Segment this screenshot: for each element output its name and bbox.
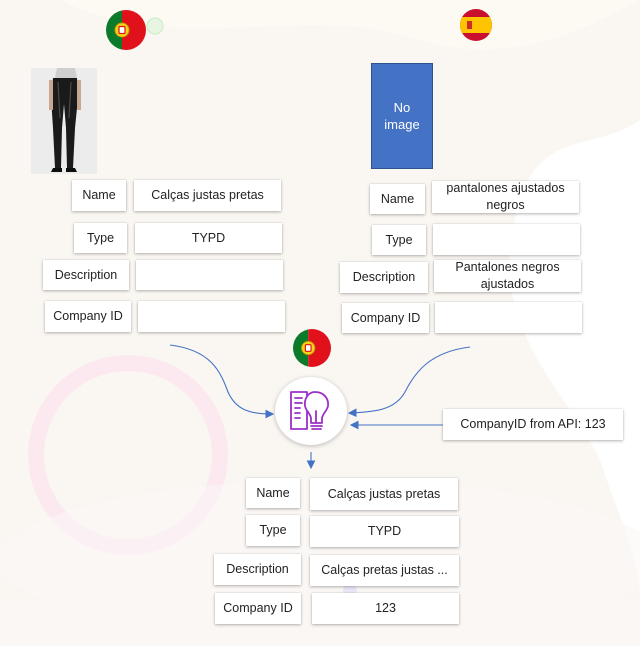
- right-description-label: Description: [340, 262, 428, 293]
- left-name-label: Name: [72, 180, 126, 211]
- left-description-value: [136, 260, 283, 290]
- right-name-value: pantalones ajustados negros: [432, 181, 579, 213]
- api-company-id-box: CompanyID from API: 123: [443, 409, 623, 440]
- result-name-value: Calças justas pretas: [310, 478, 458, 510]
- lightbulb-document-icon: [290, 391, 329, 430]
- left-type-value: TYPD: [135, 223, 282, 253]
- right-company-id-value: [435, 302, 582, 333]
- result-type-value: TYPD: [310, 516, 459, 547]
- left-company-id-value: [138, 301, 285, 332]
- black-trousers-image: [31, 68, 97, 174]
- left-company-id-label: Company ID: [45, 301, 131, 332]
- result-company-id-label: Company ID: [215, 593, 301, 624]
- right-type-value: [433, 224, 580, 255]
- right-company-id-label: Company ID: [342, 303, 429, 333]
- left-description-label: Description: [43, 260, 129, 290]
- right-type-label: Type: [372, 225, 426, 255]
- left-type-label: Type: [74, 223, 127, 253]
- spain-flag-icon: [460, 9, 492, 41]
- no-image-placeholder: No image: [371, 63, 433, 169]
- right-name-label: Name: [370, 184, 425, 214]
- result-company-id-value: 123: [312, 593, 459, 624]
- result-type-label: Type: [246, 515, 300, 546]
- product-photo: [31, 68, 97, 174]
- right-description-value: Pantalones negros ajustados: [434, 260, 581, 292]
- result-description-label: Description: [214, 554, 301, 585]
- portugal-flag-icon: [106, 10, 146, 50]
- merge-hub: [275, 377, 347, 445]
- left-name-value: Calças justas pretas: [134, 180, 281, 211]
- result-name-label: Name: [246, 478, 300, 508]
- result-description-value: Calças pretas justas ...: [310, 555, 459, 586]
- portugal-flag-icon: [293, 329, 331, 367]
